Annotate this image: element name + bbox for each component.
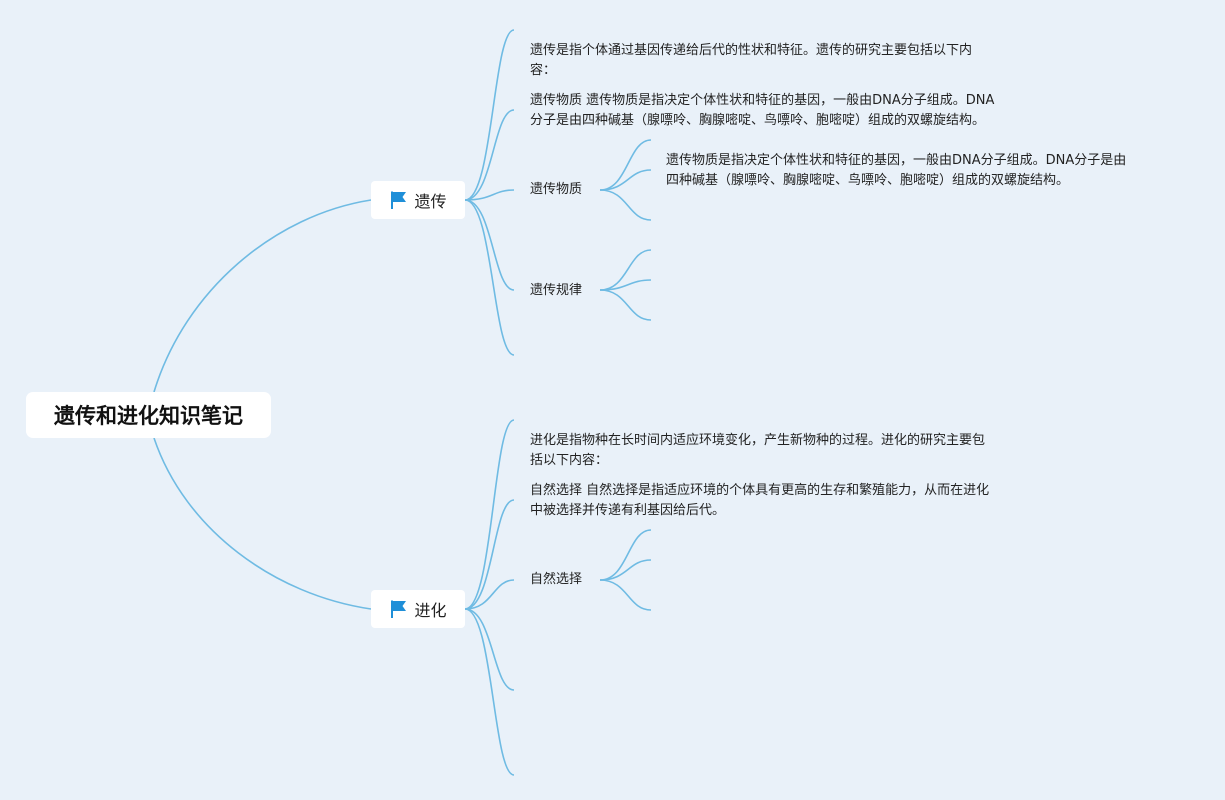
topic-text-line: 遗传物质是指决定个体性状和特征的基因，一般由DNA分子组成。DNA分子是由 — [666, 153, 1127, 168]
connector-evolution-topic-4 — [464, 608, 515, 691]
connector-root-evolution — [153, 437, 372, 610]
topic-genetic-material-summary[interactable]: 遗传物质 遗传物质是指决定个体性状和特征的基因，一般由DNA分子组成。DNA 分… — [530, 91, 994, 131]
connector-evolution-topic-3 — [464, 579, 515, 610]
topic-text-line: 四种碱基（腺嘌呤、胸腺嘧啶、鸟嘌呤、胞嘧啶）组成的双螺旋结构。 — [666, 173, 1070, 188]
connector-selection-child-3 — [599, 579, 652, 611]
topic-text-line: 遗传物质 — [530, 182, 583, 197]
topic-text-line: 括以下内容： — [530, 453, 609, 468]
flag-icon — [389, 599, 409, 619]
connector-heredity-topic-2 — [464, 109, 515, 201]
connector-heredity-topic-3 — [464, 189, 515, 201]
connector-material-child-2 — [599, 169, 652, 191]
connector-selection-child-1 — [599, 529, 652, 581]
root-topic[interactable]: 遗传和进化知识笔记 — [26, 392, 271, 438]
topic-natural-selection[interactable]: 自然选择 — [530, 570, 582, 590]
connector-law-child-2 — [599, 279, 652, 291]
connector-selection-child-2 — [599, 559, 652, 581]
connector-root-heredity — [153, 199, 372, 393]
root-topic-label: 遗传和进化知识笔记 — [54, 404, 243, 428]
topic-text-line: 分子是由四种碱基（腺嘌呤、胸腺嘧啶、鸟嘌呤、胞嘧啶）组成的双螺旋结构。 — [530, 113, 986, 128]
connector-evolution-topic-2 — [464, 499, 515, 610]
topic-genetic-material[interactable]: 遗传物质 — [530, 180, 582, 200]
connector-law-child-1 — [599, 249, 652, 291]
topic-text-line: 遗传是指个体通过基因传递给后代的性状和特征。遗传的研究主要包括以下内 — [530, 43, 973, 58]
connector-heredity-topic-4 — [464, 199, 515, 291]
branch-evolution-label: 进化 — [414, 601, 447, 620]
branch-evolution[interactable]: 进化 — [371, 590, 465, 628]
topic-text-line: 遗传物质 遗传物质是指决定个体性状和特征的基因，一般由DNA分子组成。DNA — [530, 93, 995, 108]
topic-heredity-definition[interactable]: 遗传是指个体通过基因传递给后代的性状和特征。遗传的研究主要包括以下内 容： — [530, 41, 972, 81]
topic-text-line: 进化是指物种在长时间内适应环境变化，产生新物种的过程。进化的研究主要包 — [530, 433, 986, 448]
topic-text-line: 自然选择 自然选择是指适应环境的个体具有更高的生存和繁殖能力，从而在进化 — [530, 483, 990, 498]
connector-evolution-topic-1 — [464, 419, 515, 610]
flag-icon — [389, 190, 409, 210]
branch-heredity[interactable]: 遗传 — [371, 181, 465, 219]
connector-material-child-1 — [599, 139, 652, 191]
topic-text-line: 自然选择 — [530, 572, 583, 587]
topic-text-line: 容： — [530, 63, 557, 78]
connector-heredity-topic-1 — [464, 29, 515, 201]
connector-law-child-3 — [599, 289, 652, 321]
connector-material-child-3 — [599, 189, 652, 221]
branch-heredity-label: 遗传 — [414, 192, 447, 211]
topic-text-line: 中被选择并传递有利基因给后代。 — [530, 503, 726, 518]
subtopic-genetic-material-detail[interactable]: 遗传物质是指决定个体性状和特征的基因，一般由DNA分子组成。DNA分子是由 四种… — [666, 151, 1126, 191]
topic-natural-selection-summary[interactable]: 自然选择 自然选择是指适应环境的个体具有更高的生存和繁殖能力，从而在进化 中被选… — [530, 481, 989, 521]
topic-evolution-definition[interactable]: 进化是指物种在长时间内适应环境变化，产生新物种的过程。进化的研究主要包 括以下内… — [530, 431, 985, 471]
topic-heredity-laws[interactable]: 遗传规律 — [530, 281, 582, 301]
connector-heredity-topic-5 — [464, 199, 515, 356]
topic-text-line: 遗传规律 — [530, 283, 583, 298]
connector-evolution-topic-5 — [464, 608, 515, 776]
